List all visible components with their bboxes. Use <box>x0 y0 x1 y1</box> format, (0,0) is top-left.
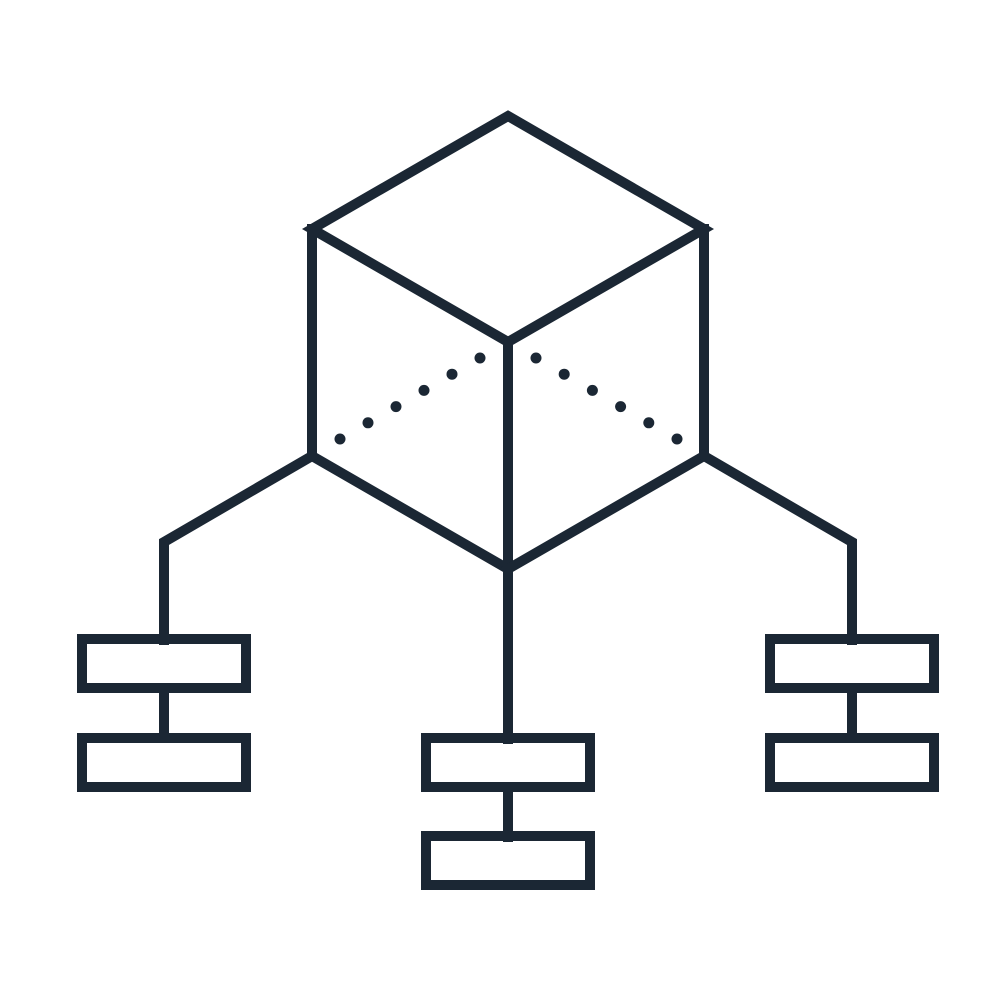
hidden-edge-dot-left <box>334 433 346 445</box>
branch-right <box>765 634 939 792</box>
cube-top-face <box>301 110 715 348</box>
hidden-edge-dot-right <box>530 352 542 364</box>
hidden-edge-dot-right <box>615 401 627 413</box>
branch-right-top-box <box>765 634 939 693</box>
branch-left <box>77 634 251 792</box>
cube <box>301 110 715 578</box>
hidden-edge-dot-left <box>474 352 486 364</box>
branch-right-bottom-box <box>765 733 939 792</box>
cube-left-face <box>307 224 513 578</box>
hidden-edge-dot-right <box>643 417 655 429</box>
hidden-edge-dot-right <box>671 433 683 445</box>
branch-center <box>421 733 595 890</box>
branch-left-bottom-box <box>77 733 251 792</box>
hidden-edge-dot-left <box>418 384 430 396</box>
branch-center-top-box <box>421 733 595 792</box>
branch-center-bottom-box <box>421 831 595 890</box>
hidden-edge-dot-left <box>446 368 458 380</box>
hidden-edge-dot-right <box>586 384 598 396</box>
hidden-edge-dot-right <box>558 368 570 380</box>
hidden-edge-dot-left <box>362 417 374 429</box>
branch-left-top-box <box>77 634 251 693</box>
connector-right <box>697 449 857 645</box>
connector-left <box>159 449 319 645</box>
cube-hidden-edges <box>334 352 683 445</box>
connectors <box>159 449 857 842</box>
hidden-edge-dot-left <box>390 401 402 413</box>
